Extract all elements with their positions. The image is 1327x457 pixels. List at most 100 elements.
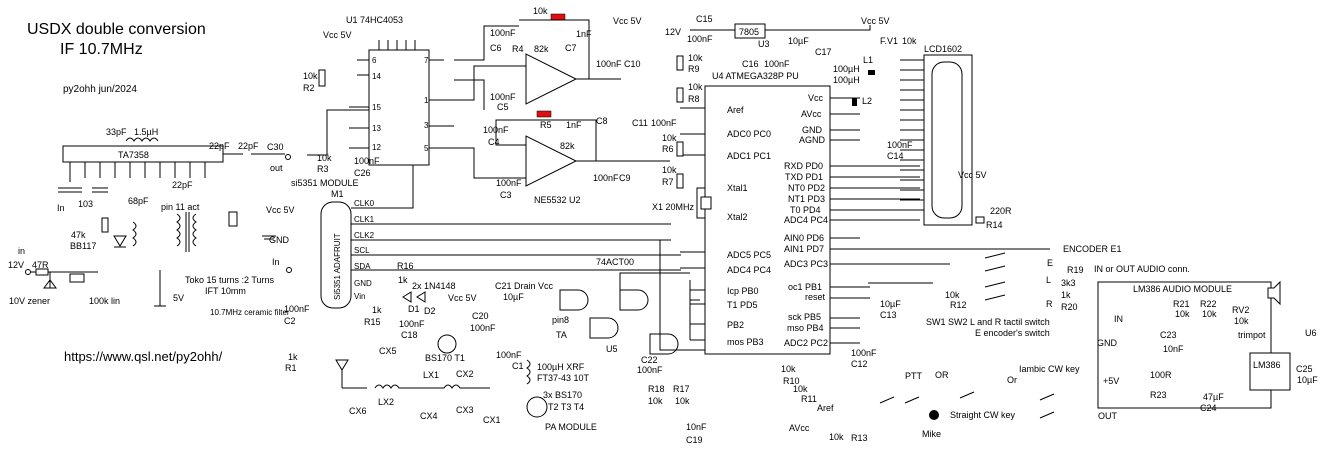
u3-ref: U3 (758, 39, 770, 49)
pin11-label: pin 11 act (161, 202, 200, 212)
zener-label: 10V zener (9, 296, 50, 306)
r-47r-label: 47R (32, 260, 49, 270)
c7-ref: C7 (565, 43, 577, 53)
pot-100k-label: 100k lin (89, 296, 120, 306)
crystal-label: X1 20MHz (652, 202, 695, 212)
v5-rail-1 (154, 270, 166, 307)
ta7358-pins (69, 162, 206, 182)
mike-icon (929, 410, 939, 420)
r16-value: 1k (398, 275, 408, 285)
straight-label: Straight CW key (950, 410, 1016, 420)
sda-pin: SDA (354, 262, 371, 271)
r2 (318, 69, 326, 87)
encoder-r: R (1046, 299, 1053, 309)
u4-atmega328p (704, 85, 831, 355)
r21-value: 10k (1175, 309, 1190, 319)
c9-ref: C9 (619, 173, 631, 183)
r19-value: 3k3 (1061, 278, 1076, 288)
pin-adc4: ADC4 PC4 (727, 265, 771, 275)
r21-ref: R21 (1173, 299, 1190, 309)
c16-ref: C16 (742, 59, 759, 69)
lm386-module-label: LM386 AUDIO MODULE (1133, 284, 1232, 294)
key-switches (879, 391, 1055, 419)
c-103-label: 103 (78, 199, 93, 209)
c26-value: 100nF (354, 156, 380, 166)
bs170-t1-transistor (437, 334, 457, 354)
c26-ref: C26 (354, 168, 371, 178)
l2-100uh: 100µH (833, 75, 860, 85)
c3-value: 100nF (496, 178, 522, 188)
r4-82k: 82k (534, 44, 549, 54)
supply-in-terminal (25, 269, 31, 275)
module-bus-wires (351, 165, 681, 271)
audio-conn-note: IN or OUT AUDIO conn. (1094, 264, 1190, 274)
u1-pin5: 5 (424, 144, 429, 153)
c24-ref: C24 (1200, 403, 1217, 413)
opamp-u2a (525, 53, 578, 105)
u1-pin3: 3 (424, 121, 429, 130)
u4-left-pins (680, 107, 705, 341)
front-end-caps (58, 187, 108, 193)
author-date: py2ohh jun/2024 (63, 84, 137, 95)
r14-value: 220R (990, 206, 1012, 216)
t234-label: T2 T3 T4 (548, 402, 584, 412)
pin-mso: mso PB4 (787, 323, 824, 333)
v12-label-2: 12V (665, 27, 681, 37)
supply-wiring (31, 271, 98, 289)
pin-nt0: NT0 PD2 (788, 183, 825, 193)
r6 (676, 141, 684, 157)
c-33pf-label: 33pF (106, 127, 127, 137)
pin-oc1: oc1 PB1 (788, 282, 822, 292)
out-label-audio: OUT (1098, 411, 1118, 421)
gnd-symbol-1 (262, 235, 276, 240)
pin-xtal1: Xtal1 (727, 183, 748, 193)
vcc5v-label-3: Vcc 5V (613, 16, 642, 26)
r8-value: 10k (688, 82, 703, 92)
speaker-icon (1267, 280, 1281, 306)
u2-label: NE5532 U2 (534, 195, 581, 205)
ift-note: IFT 10mm (205, 286, 246, 296)
front-end-coil (132, 221, 137, 247)
r-47k (101, 217, 109, 233)
c6-value: 100nF (490, 28, 516, 38)
pin-xtal2: Xtal2 (727, 212, 748, 222)
c7-value: 1nF (576, 29, 592, 39)
pin-sck: sck PB5 (788, 312, 821, 322)
rv2-value: 10k (1234, 316, 1249, 326)
bb117-label: BB117 (70, 241, 96, 251)
r5-82k: 82k (560, 141, 575, 151)
pin-aref: Aref (727, 105, 744, 115)
c11-value: C11 (632, 118, 648, 128)
vcc5v-label-4: Vcc 5V (861, 16, 890, 26)
bs170-pa-transistor (526, 396, 548, 418)
l2-ref: L2 (862, 96, 872, 106)
u4-right-pins (830, 97, 920, 344)
u1-pin14: 14 (372, 72, 381, 81)
r19-ref: R19 (1067, 265, 1084, 275)
c18-ref: C18 (401, 330, 418, 340)
c-68pf-label: 68pF (128, 196, 149, 206)
c21-value: 10µF (503, 292, 524, 302)
c19-ref: C19 (686, 435, 703, 445)
lcd-label: LCD1602 (924, 44, 962, 54)
or2-label: Or (1007, 375, 1017, 385)
lcd-pins (900, 59, 924, 211)
pin-txd: TXD PD1 (785, 172, 823, 182)
filter-note: 10.7MHz ceramic filter (210, 308, 290, 317)
vcc5v-label-2: Vcc 5V (323, 30, 352, 40)
r4-highlight (550, 13, 566, 21)
c-22pf-label-1: 22pF (172, 180, 193, 190)
title-line2: IF 10.7MHz (60, 41, 143, 58)
l1-100uh: 100µH (833, 64, 860, 74)
c19-value: 10nF (686, 422, 707, 432)
c24-value: 47µF (1203, 392, 1224, 402)
misc-wires (307, 25, 933, 351)
ta-label: TA (556, 330, 567, 340)
r9 (676, 55, 684, 71)
pot-100k (69, 273, 85, 283)
crystal-20mhz (700, 196, 712, 210)
c25-ref: C25 (1296, 364, 1313, 374)
r11-value: 10k (793, 384, 808, 394)
r6-ref: R6 (662, 144, 674, 154)
pin-pb2: PB2 (727, 320, 744, 330)
